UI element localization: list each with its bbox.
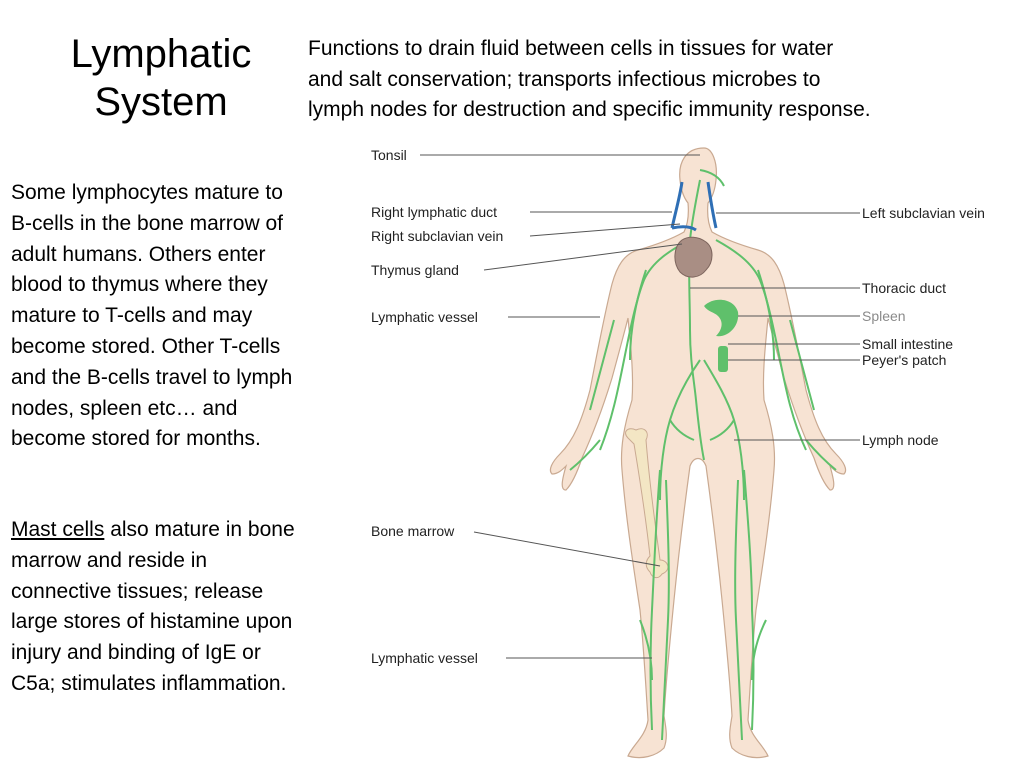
thymus-gland [674,236,713,278]
label-lymph-node: Lymph node [862,432,939,448]
function-summary: Functions to drain fluid between cells i… [308,34,1008,126]
paragraph-line: Some lymphocytes mature to [11,181,283,204]
label-thoracic-duct: Thoracic duct [862,280,946,296]
summary-line: and salt conservation; transports infect… [308,67,821,91]
paragraph-line: B-cells in the bone marrow of [11,211,283,235]
label-left-subclavian-vein: Left subclavian vein [862,205,985,221]
label-small-intestine: Small intestine [862,336,953,352]
paragraph-line: nodes, spleen etc… and [11,396,238,420]
label-tonsil: Tonsil [371,147,407,163]
label-spleen: Spleen [862,308,906,324]
paragraph-line: connective tissues; release [11,579,264,603]
subclavian-veins [670,181,718,232]
paragraph-line: blood to thymus where they [11,273,268,297]
paragraph-line: become stored. Other T-cells [11,334,281,358]
paragraph-line: Mast cells also mature in bone [11,515,363,546]
leader-lines [420,154,860,659]
body-silhouette [549,147,847,759]
paragraph-line: C5a; stimulates inflammation. [11,671,287,695]
label-right-subclavian-vein: Right subclavian vein [371,228,503,244]
paragraph-line: injury and binding of IgE or [11,641,261,665]
paragraph-line: become stored for months. [11,427,261,451]
paragraph-line: adult humans. Others enter [11,242,266,266]
label-right-lymphatic-duct: Right lymphatic duct [371,204,497,220]
lymphatic-vessel-network [569,169,837,741]
paragraph-line-rest: also mature in bone [104,518,295,541]
label-bone-marrow: Bone marrow [371,523,455,539]
paragraph-line: and the B-cells travel to lymph [11,365,293,389]
slide-title-line: System [94,80,228,124]
mast-cells-paragraph: Mast cells also mature in bone marrow an… [11,515,363,700]
label-lymphatic-vessel-lower: Lymphatic vessel [371,650,478,666]
peyers-patch-organ [718,346,728,372]
mast-cells-term: Mast cells [11,518,105,541]
spleen-organ [704,299,739,337]
label-lymphatic-vessel-upper: Lymphatic vessel [371,309,478,325]
summary-line: Functions to drain fluid between cells i… [308,37,834,60]
label-peyers-patch: Peyer's patch [862,352,946,368]
paragraph-line: marrow and reside in [11,548,208,572]
paragraph-line: large stores of histamine upon [11,610,293,634]
paragraph-line: mature to T-cells and may [11,304,253,328]
slide-title: Lymphatic System [30,30,292,126]
summary-line: lymph nodes for destruction and specific… [308,98,871,121]
label-thymus-gland: Thymus gland [371,262,459,278]
slide-title-line: Lymphatic [70,32,252,76]
lymphocyte-paragraph: Some lymphocytes mature to B-cells in th… [11,178,363,455]
